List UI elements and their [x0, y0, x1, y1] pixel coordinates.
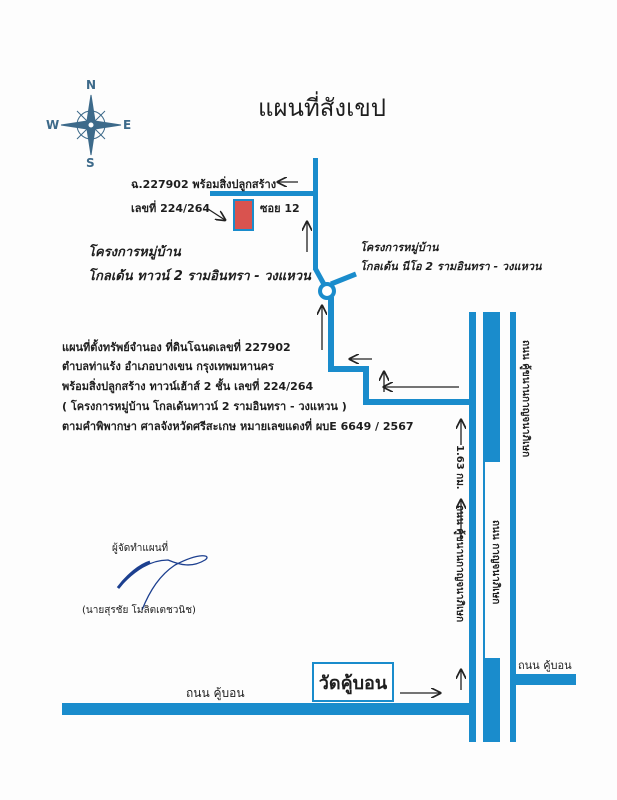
- khubon-road-right: [514, 674, 576, 685]
- distance-label: 1.63 กม.: [454, 445, 465, 490]
- soi-12-branch: [210, 191, 316, 196]
- roads: [62, 158, 576, 742]
- house-number-label: เลขที่ 224/264: [131, 202, 211, 215]
- map-maker-role: ผู้จัดทำแผนที่: [112, 543, 169, 554]
- frontage-road-right: [510, 312, 516, 742]
- compass-e: E: [123, 118, 132, 132]
- property-marker: [233, 199, 254, 231]
- deed-label: ฉ.227902 พร้อมสิ่งปลูกสร้าง: [131, 178, 277, 191]
- map-maker-name: (นายสุรชัย โมลิตเตชวนิช): [82, 605, 196, 616]
- frontage-road-left: [469, 312, 476, 742]
- compass-w: W: [46, 118, 60, 132]
- kanchanaphisek-road-top: [483, 312, 500, 462]
- project-right-line1: โครงการหมู่บ้าน: [360, 241, 439, 254]
- description-line: ( โครงการหมู่บ้าน โกลเด้นทาวน์ 2 รามอินท…: [62, 400, 347, 413]
- description-line: แผนที่ตั้งทรัพย์จำนอง ที่ดินโฉนดเลขที่ 2…: [62, 341, 291, 354]
- soi-road: [313, 158, 318, 270]
- compass-rose-icon: [60, 94, 122, 156]
- temple-label: วัดคู้บอน: [312, 662, 394, 702]
- road-label-khubon-right: ถนน คู้บอน: [518, 659, 572, 672]
- project-left-line1: โครงการหมู่บ้าน: [88, 245, 181, 260]
- description-line: ตำบลท่าแร้ง อำเภอบางเขน กรุงเทพมหานคร: [62, 360, 274, 373]
- direction-arrows: [207, 182, 461, 693]
- road-label-frontage-left: ถนน คู้ขนานกาญจนาภิเษก: [454, 505, 465, 623]
- kanchanaphisek-road-bottom: [483, 658, 500, 742]
- road-label-frontage-right: ถนน คู้ขนานกาญจนาภิเษก: [520, 340, 531, 458]
- page-title: แผนที่สังเขป: [258, 94, 386, 122]
- khubon-road-left: [62, 703, 472, 715]
- village-road: [328, 297, 473, 405]
- soi-label: ซอย 12: [260, 202, 300, 215]
- project-right-line2: โกลเด้น นีโอ 2 รามอินทรา - วงแหวน: [360, 260, 542, 273]
- road-label-khubon-left: ถนน คู้บอน: [186, 686, 245, 700]
- description-line: พร้อมสิ่งปลูกสร้าง ทาวน์เฮ้าส์ 2 ชั้น เล…: [62, 380, 314, 393]
- roundabout: [318, 282, 336, 300]
- compass-n: N: [86, 78, 97, 92]
- compass-s: S: [86, 156, 95, 170]
- signature-icon: [117, 555, 208, 611]
- description-line: ตามคำพิพากษา ศาลจังหวัดศรีสะเกษ หมายเลขแ…: [62, 420, 414, 433]
- project-left-line2: โกลเด้น ทาวน์ 2 รามอินทรา - วงแหวน: [88, 269, 311, 284]
- road-label-kanchanaphisek: ถนน กาญจนาภิเษก: [490, 520, 501, 605]
